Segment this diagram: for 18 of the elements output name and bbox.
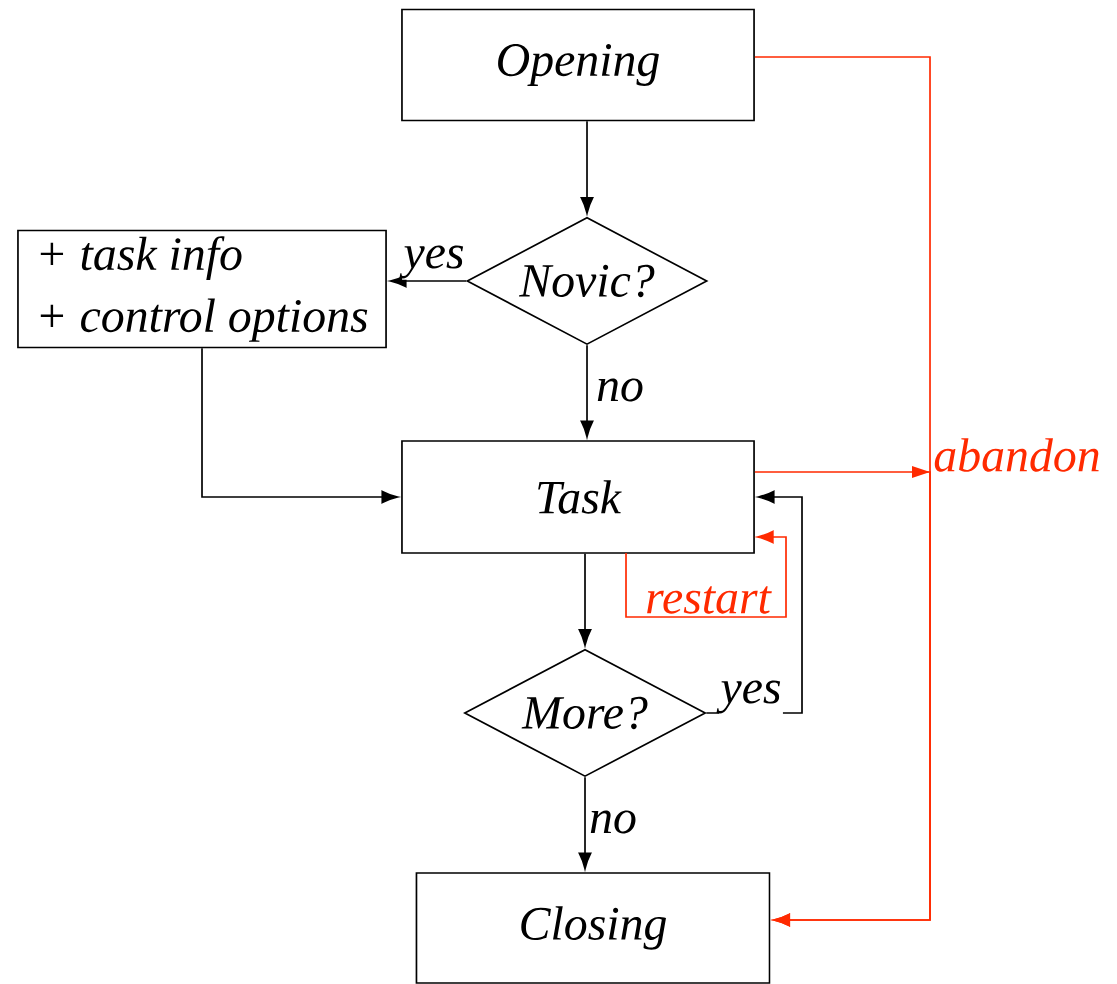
edge-label: restart	[643, 584, 773, 616]
arrow	[389, 274, 467, 288]
arrow	[578, 553, 592, 646]
edge-label: yes	[716, 679, 783, 715]
process-box: + task info + control options	[17, 229, 387, 349]
process-box: Task	[401, 440, 755, 554]
arrow	[580, 120, 594, 214]
arrow	[578, 776, 592, 870]
process-box: Closing	[415, 872, 771, 984]
edge-label: yes	[399, 244, 466, 280]
process-box: Opening	[401, 8, 755, 122]
arrow	[201, 347, 399, 504]
arrow	[580, 344, 594, 438]
edge-label: no	[587, 809, 639, 835]
edge-label: no	[594, 377, 646, 403]
arrow	[625, 530, 787, 618]
edge-label: abandon	[931, 436, 1103, 474]
arrow	[754, 466, 931, 927]
